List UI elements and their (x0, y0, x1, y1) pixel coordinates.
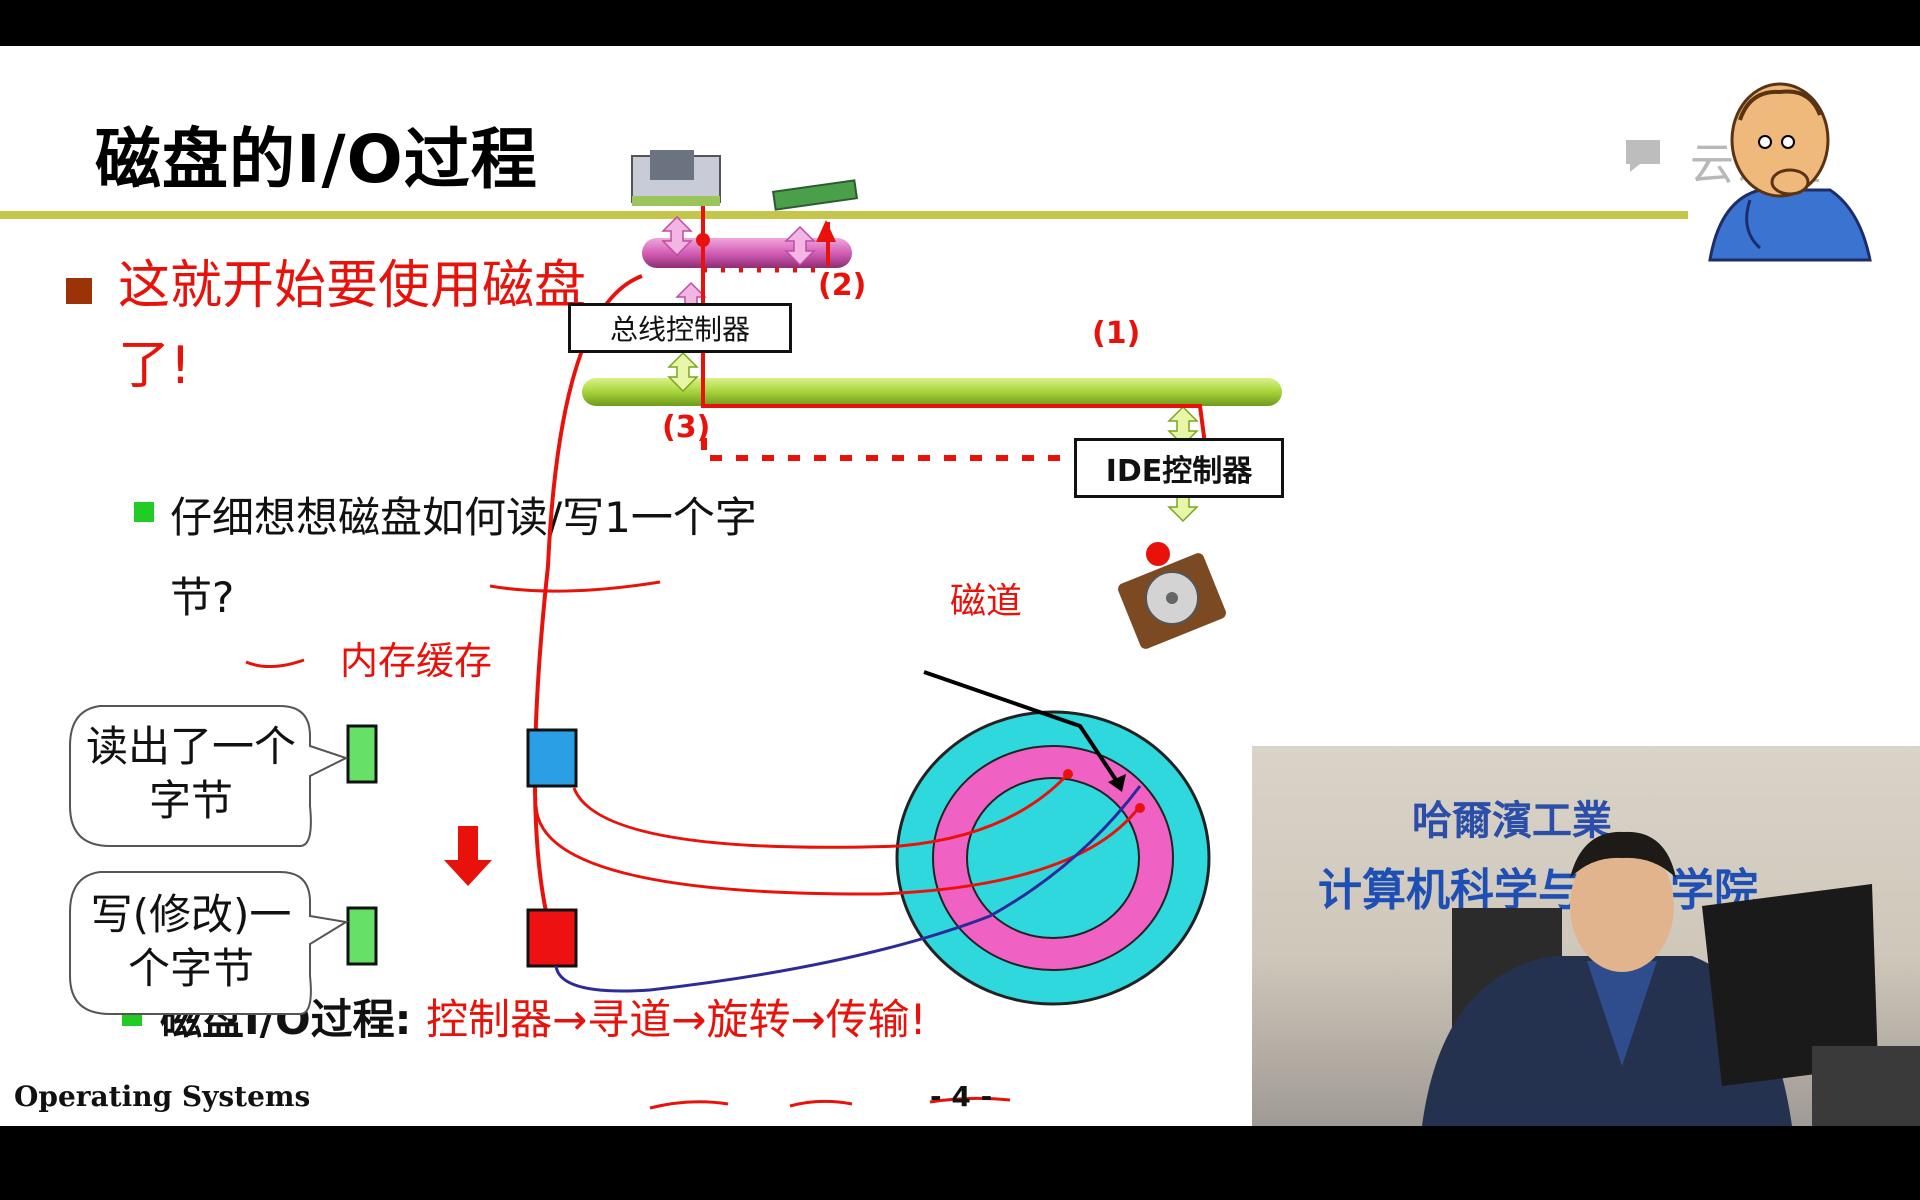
step-2-label: (2) (818, 268, 867, 303)
hard-disk-icon (1118, 553, 1226, 649)
disk-buffer-write (526, 908, 578, 968)
down-arrow (444, 826, 492, 886)
bullet-read-write-question: 仔细想想磁盘如何读/写1一个字节? (170, 493, 757, 622)
track-label: 磁道 (950, 581, 1023, 622)
lecturer-figure (1422, 831, 1920, 1126)
system-bus (582, 378, 1282, 406)
cloud-classroom-logo-icon (1626, 140, 1660, 172)
callout-read-byte: 读出了一个字节 (86, 722, 297, 825)
title-underline (0, 211, 1688, 219)
io-diagram (69, 150, 1282, 1110)
slide-title: 磁盘的I/O过程 (95, 121, 538, 198)
disk-platter (895, 710, 1211, 1006)
footer-course-name: Operating Systems (14, 1080, 311, 1113)
process-steps: 控制器→寻道→旋转→传输! (426, 995, 927, 1044)
cpu-icon (631, 150, 721, 206)
callout-write-byte: 写(修改)一个字节 (90, 890, 292, 993)
bullet-use-disk: 这就开始要使用磁盘了! (118, 256, 587, 396)
thinking-professor-illustration (1708, 82, 1872, 262)
ide-controller-box: IDE控制器 (1074, 438, 1284, 498)
wall-text-university: 哈爾濱工業 (1412, 797, 1612, 844)
slide: 磁盘的I/O过程 云课堂 这就开始要使用磁盘了! 仔细想想磁盘如何读/写1一个字… (0, 46, 1920, 1126)
cache-byte-write (346, 906, 378, 966)
bullet-marker (66, 278, 92, 304)
cache-byte-read (346, 724, 378, 784)
bullet-disk-io-process: 磁盘I/O过程: 控制器→寻道→旋转→传输! (160, 986, 927, 1047)
bus-controller-box: 总线控制器 (568, 303, 792, 353)
lecturer-video: 哈爾濱工業 计算机科学与技术学院 (1252, 746, 1920, 1126)
step-3-label: (3) (662, 410, 711, 445)
sub-bullet-marker (134, 502, 154, 522)
memory-cache-label: 内存缓存 (340, 639, 493, 683)
step-1-label: (1) (1092, 316, 1141, 351)
ram-module-icon (772, 179, 858, 211)
footer-page-number: - 4 - (930, 1080, 993, 1113)
wall-text-school: 计算机科学与技术学院 (1318, 865, 1758, 916)
disk-buffer-read (526, 728, 578, 788)
